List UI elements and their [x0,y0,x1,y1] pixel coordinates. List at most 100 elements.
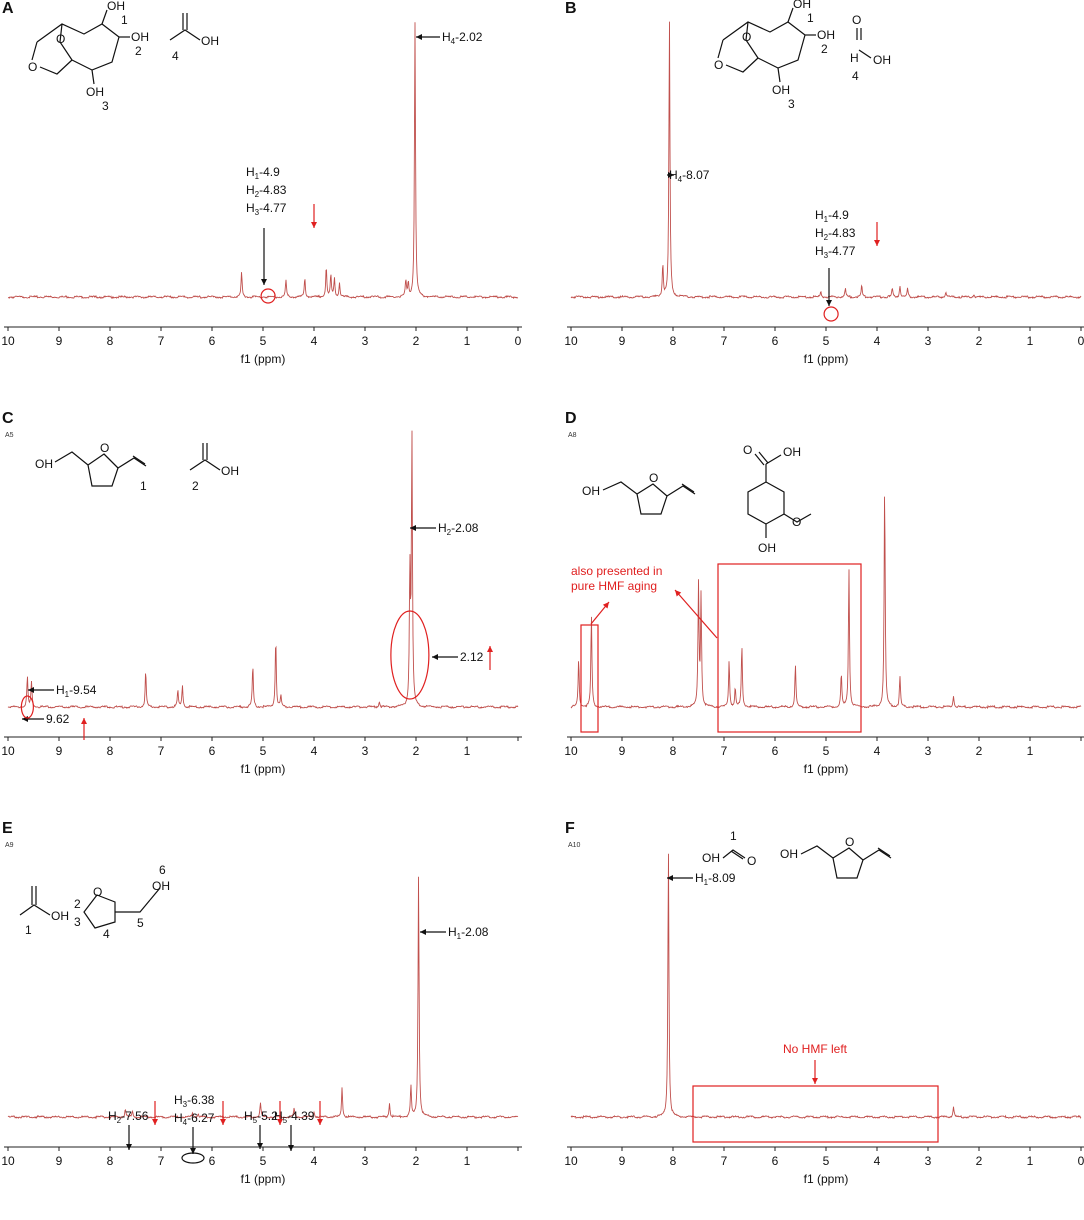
hmf-structure [800,845,892,879]
red-down-arrow-head [874,240,880,246]
x-tick-label: 9 [619,1154,626,1168]
x-tick-label: 8 [107,744,114,758]
h4-arrow-head [668,172,674,178]
x-tick-label: 3 [925,334,932,348]
panel-tag: A9 [5,842,14,849]
phenol-oh-label: OH [758,541,776,555]
oh-label: OH [772,83,790,97]
x-tick-label: 6 [209,744,216,758]
ring-bond [717,39,724,59]
peak-circle-marker [823,306,839,322]
acid-bonds [722,849,746,859]
h1-arrow-head [420,929,426,935]
atom-number: 2 [135,44,142,58]
x-tick-label: 6 [772,1154,779,1168]
oh-label: OH [107,0,125,13]
furan-bond [103,453,119,469]
x-tick-label: 7 [158,744,165,758]
x-tick-label: 8 [670,1154,677,1168]
h2-arrow-head [126,1144,132,1150]
h4-label: H4-6.27 [174,1111,215,1127]
h123-label: H3-4.77 [246,201,287,217]
x-tick-label: 1 [1027,1154,1034,1168]
spectrum-line [570,853,1082,1120]
x-tick-label: 5 [260,744,267,758]
benzene-ring [747,481,785,525]
x-tick-label: 9 [619,744,626,758]
ring-oxygen-label: O [93,885,102,899]
acid-bonds [189,459,221,471]
atom-number: 1 [25,923,32,937]
spectrum-line [7,430,519,710]
oh-bond [101,9,108,25]
x-tick-label: 1 [1027,334,1034,348]
x-tick-label: 7 [721,334,728,348]
h5-label: H5-5.2 [244,1109,278,1125]
bridge-bond [59,23,73,61]
peak-circle-marker [260,288,276,304]
levoglucosan-structure [31,9,130,85]
methoxy-o-label: O [792,515,801,529]
h1-label: H1-9.54 [56,683,97,699]
oh-label: OH [793,0,811,11]
ring-oxygen-label: O [28,60,37,74]
furan-bonds [800,845,864,879]
panel-letter: D [565,410,577,427]
aldehyde-double [681,483,695,493]
vanillic-acid-structure [747,451,812,538]
aldehyde-double [877,847,891,857]
acid-bond [765,454,782,465]
x-axis-title: f1 (ppm) [804,1172,849,1186]
h4-label: H4-2.02 [442,30,483,46]
h5b-arrow-head [288,1145,294,1151]
atom-number: 6 [159,863,166,877]
oh-bond [149,887,161,901]
acid-h-label: H [850,51,859,65]
carbonyl-bond [758,451,769,464]
x-tick-label: 1 [464,1154,471,1168]
x-axis-title: f1 (ppm) [804,352,849,366]
carbonyl-double [730,850,744,860]
x-axis-title: f1 (ppm) [241,1172,286,1186]
x-tick-label: 4 [874,1154,881,1168]
acid-bonds [169,29,201,41]
x-tick-label: 10 [1,334,15,348]
x-tick-label: 6 [772,744,779,758]
note-label: pure HMF aging [571,579,657,593]
atom-number: 3 [788,97,795,111]
x-tick-label: 3 [362,1154,369,1168]
x-tick-label: 5 [823,744,830,758]
methoxy-bond [783,513,812,523]
atom-number: 5 [137,916,144,930]
note-arrow-head [675,590,682,597]
x-tick-label: 2 [413,744,420,758]
levoglucosan-structure [717,7,816,83]
boxed-region-marker [717,563,862,733]
x-tick-label: 3 [925,1154,932,1168]
atom-number: 2 [192,479,199,493]
bridge-bond [745,21,759,59]
oh-bond [91,69,95,85]
note-arrow-head [812,1078,818,1084]
note-label: also presented in [571,564,662,578]
panel-tag: A5 [5,432,14,439]
acid-bond [858,49,872,59]
ring-oxygen-label: O [100,441,109,455]
h34-arrow-head [190,1148,196,1154]
x-tick-label: 9 [619,334,626,348]
h123-label: H2-4.83 [246,183,287,199]
spectrum-line [570,21,1082,299]
x-tick-label: 2 [976,744,983,758]
x-tick-label: 9 [56,744,63,758]
acid-o-label: O [747,854,756,868]
formic-acid-structure [856,28,872,59]
boxed-region-marker [692,1085,939,1143]
acetic-acid-structure [169,13,201,41]
x-tick-label: 8 [670,334,677,348]
x-tick-label: 10 [564,1154,578,1168]
x-tick-label: 8 [670,744,677,758]
